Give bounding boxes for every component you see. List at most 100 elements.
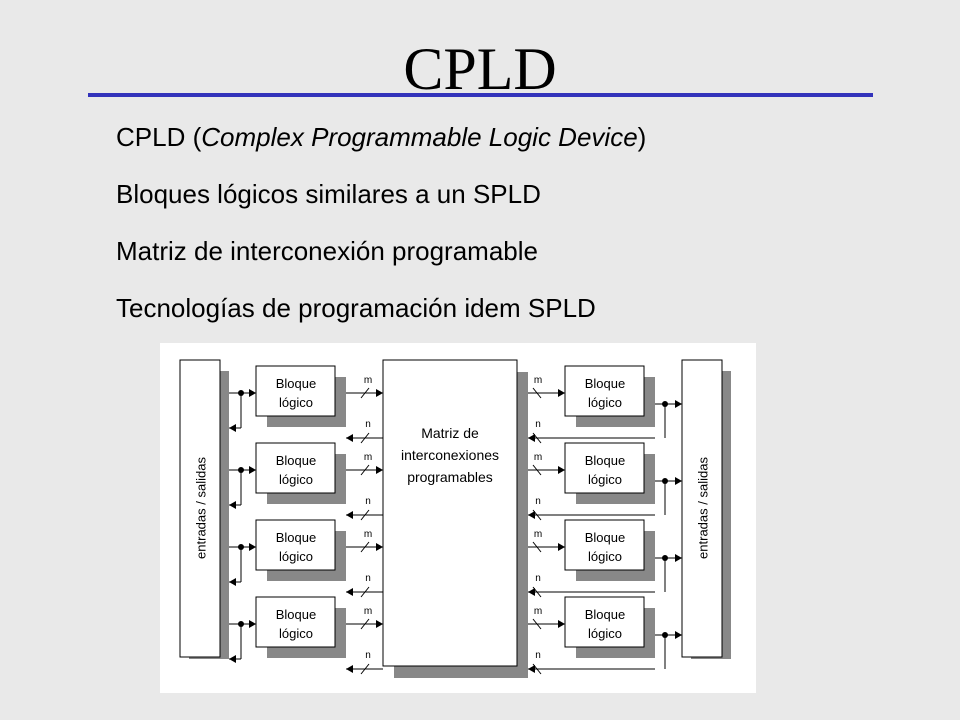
arrow-head bbox=[558, 543, 565, 551]
logic-block-label: lógico bbox=[279, 626, 313, 641]
arrow-head bbox=[558, 466, 565, 474]
bus-slash bbox=[360, 618, 370, 630]
arrow-head bbox=[346, 665, 353, 673]
bus-label-n: n bbox=[365, 419, 371, 430]
bullet-item: Tecnologías de programación idem SPLD bbox=[116, 293, 596, 323]
bullet-item: Matriz de interconexión programable bbox=[116, 236, 538, 266]
arrow-head bbox=[675, 477, 682, 485]
logic-block bbox=[255, 442, 336, 494]
matrix-label: programables bbox=[407, 469, 493, 485]
arrow-head bbox=[528, 588, 535, 596]
logic-block bbox=[564, 596, 645, 648]
arrow-head bbox=[675, 554, 682, 562]
logic-block bbox=[255, 596, 336, 648]
arrow-head bbox=[249, 543, 256, 551]
bus-slash bbox=[532, 432, 542, 444]
logic-block-label: Bloque bbox=[276, 376, 316, 391]
io-column bbox=[681, 359, 723, 658]
arrow-head bbox=[346, 434, 353, 442]
arrow-head bbox=[675, 400, 682, 408]
interconnect-matrix bbox=[382, 359, 518, 667]
bullet-item: CPLD (Complex Programmable Logic Device) bbox=[116, 117, 646, 157]
bus-label-n: n bbox=[535, 650, 541, 661]
bus-slash bbox=[532, 618, 542, 630]
logic-block-label: Bloque bbox=[585, 607, 625, 622]
logic-block-label: lógico bbox=[588, 395, 622, 410]
logic-block-label: lógico bbox=[588, 626, 622, 641]
logic-block bbox=[564, 365, 645, 417]
bus-slash bbox=[532, 586, 542, 598]
bus-slash bbox=[360, 387, 370, 399]
arrow-head bbox=[376, 466, 383, 474]
arrow-head bbox=[558, 620, 565, 628]
bus-slash bbox=[360, 663, 370, 675]
logic-block-label: lógico bbox=[279, 472, 313, 487]
arrow-head bbox=[558, 389, 565, 397]
bus-slash bbox=[360, 464, 370, 476]
bus-label-n: n bbox=[365, 573, 371, 584]
logic-block-label: lógico bbox=[279, 549, 313, 564]
arrow-head bbox=[229, 424, 236, 432]
matrix-label: Matriz de bbox=[421, 425, 479, 441]
bus-label-n: n bbox=[365, 650, 371, 661]
logic-block-label: Bloque bbox=[585, 376, 625, 391]
arrow-head bbox=[229, 655, 236, 663]
logic-block-label: Bloque bbox=[585, 453, 625, 468]
logic-block bbox=[255, 365, 336, 417]
bus-slash bbox=[532, 541, 542, 553]
arrow-head bbox=[675, 631, 682, 639]
bus-slash bbox=[360, 509, 370, 521]
bus-slash bbox=[532, 663, 542, 675]
bullet-italic-text: Complex Programmable Logic Device bbox=[201, 122, 638, 152]
bus-label-m: m bbox=[534, 606, 542, 617]
bus-label-m: m bbox=[364, 606, 372, 617]
bus-label-m: m bbox=[364, 375, 372, 386]
arrow-head bbox=[376, 620, 383, 628]
logic-block-label: lógico bbox=[279, 395, 313, 410]
arrow-head bbox=[249, 389, 256, 397]
io-column-label: entradas / salidas bbox=[193, 457, 208, 559]
arrow-head bbox=[229, 501, 236, 509]
bus-label-m: m bbox=[534, 375, 542, 386]
bus-slash bbox=[360, 586, 370, 598]
bullet-text: ) bbox=[637, 122, 647, 152]
bus-slash bbox=[360, 432, 370, 444]
bus-label-n: n bbox=[365, 496, 371, 507]
cpld-architecture-diagram: entradas / salidas entradas / salidas Matr… bbox=[160, 343, 756, 693]
bullet-item: Bloques lógicos similares a un SPLD bbox=[116, 179, 541, 209]
logic-block-label: Bloque bbox=[276, 453, 316, 468]
bus-label-n: n bbox=[535, 496, 541, 507]
bus-slash bbox=[532, 464, 542, 476]
logic-block bbox=[255, 519, 336, 571]
bus-label-m: m bbox=[364, 452, 372, 463]
bus-label-m: m bbox=[364, 529, 372, 540]
diagram-canvas: entradas / salidas entradas / salidas Matr… bbox=[179, 359, 731, 678]
logic-block bbox=[564, 442, 645, 494]
arrow-head bbox=[528, 434, 535, 442]
bus-slash bbox=[360, 541, 370, 553]
io-column-label: entradas / salidas bbox=[695, 457, 710, 559]
arrow-head bbox=[376, 389, 383, 397]
logic-block-label: Bloque bbox=[276, 607, 316, 622]
logic-block-label: Bloque bbox=[276, 530, 316, 545]
logic-block-label: lógico bbox=[588, 472, 622, 487]
bus-label-m: m bbox=[534, 529, 542, 540]
arrow-head bbox=[249, 466, 256, 474]
bus-label-n: n bbox=[535, 419, 541, 430]
bus-slash bbox=[532, 509, 542, 521]
slide-title: CPLD bbox=[403, 36, 557, 102]
bullet-list: CPLD (Complex Programmable Logic Device)… bbox=[116, 117, 646, 345]
bus-label-n: n bbox=[535, 573, 541, 584]
bullet-text: CPLD ( bbox=[116, 122, 202, 152]
logic-block bbox=[564, 519, 645, 571]
arrow-head bbox=[346, 511, 353, 519]
matrix-label: interconexiones bbox=[401, 447, 499, 463]
bus-slash bbox=[532, 387, 542, 399]
arrow-head bbox=[346, 588, 353, 596]
logic-block-label: lógico bbox=[588, 549, 622, 564]
arrow-head bbox=[528, 511, 535, 519]
logic-block-label: Bloque bbox=[585, 530, 625, 545]
title-underline bbox=[88, 93, 873, 97]
io-column bbox=[179, 359, 221, 658]
bus-label-m: m bbox=[534, 452, 542, 463]
